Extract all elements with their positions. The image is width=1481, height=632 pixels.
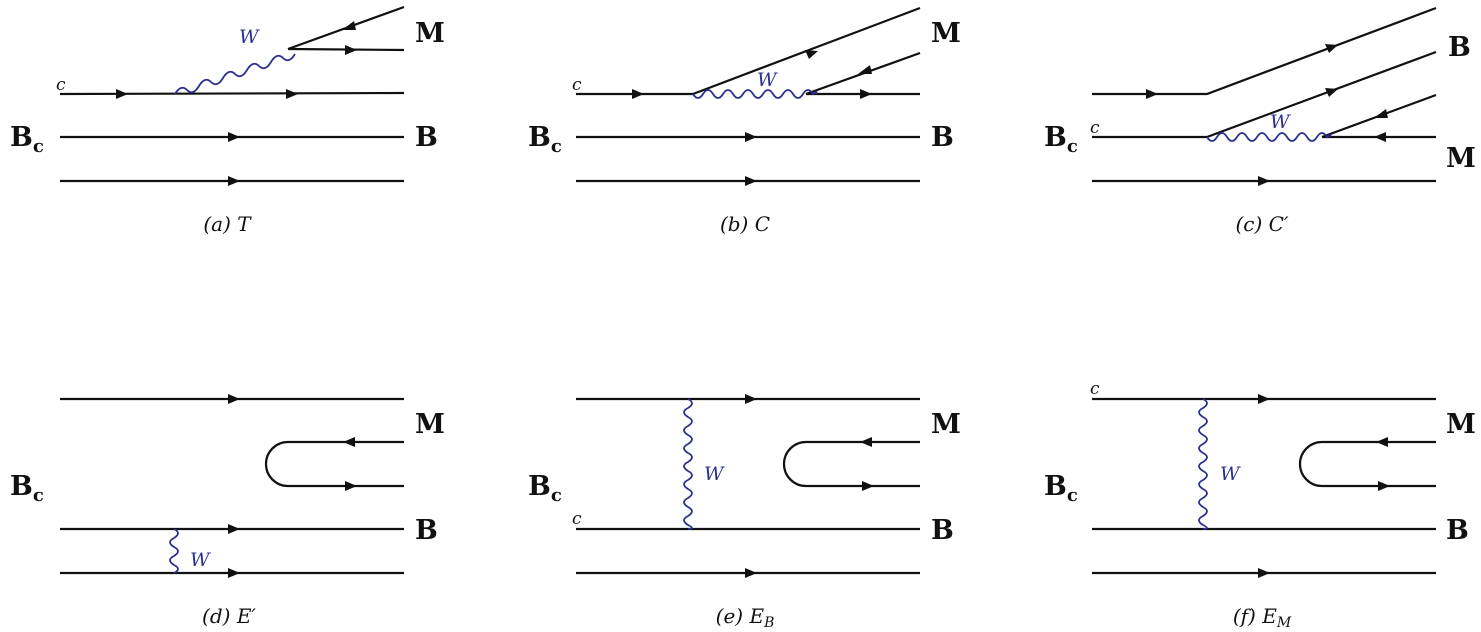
arrow-icon [1374, 132, 1386, 142]
arrow-icon [860, 89, 872, 99]
arrow-icon [632, 89, 644, 99]
w-boson-propagator [683, 398, 693, 530]
charm-label: c [1090, 379, 1100, 399]
arrow-icon [345, 45, 357, 55]
w-boson-propagator [692, 89, 818, 99]
caption-c: (c) C′ [1235, 212, 1288, 236]
arrow-icon [862, 481, 874, 491]
w-boson-propagator [1198, 398, 1208, 530]
baryon-label: B [415, 515, 438, 546]
initial-state-label: Bc [10, 122, 44, 157]
initial-state-label: Bc [1044, 471, 1078, 506]
arrow-icon [1258, 176, 1270, 186]
w-label: W [1270, 111, 1291, 133]
arrow-icon [745, 568, 757, 578]
caption-b: (b) C [720, 212, 770, 236]
arrow-icon [286, 89, 298, 99]
arrow-icon [343, 437, 355, 447]
meson-label: M [415, 409, 445, 440]
charm-label: c [572, 75, 582, 95]
arrow-icon [745, 394, 757, 404]
charm-label: c [56, 75, 66, 95]
baryon-label: B [931, 122, 954, 153]
arrow-icon [342, 21, 356, 30]
diagram-e: c W Bc M B (e) EB [528, 394, 961, 631]
arrow-icon [1374, 109, 1388, 118]
quark-line-c [59, 91, 405, 96]
arrow-icon [1376, 437, 1388, 447]
arrow-icon [805, 50, 818, 59]
meson-label: M [1446, 143, 1476, 174]
diagram-f: c W Bc M B (f) EM [1044, 379, 1476, 631]
diagram-c: c W Bc B M (c) C′ [1044, 6, 1476, 236]
initial-state-main: B [10, 122, 33, 153]
w-label: W [1220, 463, 1241, 485]
arrow-icon [1258, 568, 1270, 578]
initial-state-label: Bc [528, 471, 562, 506]
meson-label: M [931, 18, 961, 49]
quark-pair-loop [264, 440, 404, 488]
w-label: W [190, 549, 211, 571]
arrow-icon [745, 132, 757, 142]
baryon-label: B [931, 515, 954, 546]
caption-e: (e) EB [716, 604, 775, 631]
quark-pair-loop [782, 440, 920, 488]
diagram-b: c W Bc M B (b) C [528, 6, 961, 236]
w-label: W [239, 26, 260, 48]
initial-state-label: Bc [10, 471, 44, 506]
charm-label: c [1090, 118, 1100, 138]
initial-state-sub: c [33, 136, 44, 157]
initial-state-label: Bc [1044, 122, 1078, 157]
arrow-icon [1325, 88, 1338, 97]
arrow-icon [228, 524, 240, 534]
caption-f: (f) EM [1233, 604, 1292, 631]
quark-line-top [1092, 6, 1437, 96]
baryon-label: B [1446, 515, 1469, 546]
caption-d: (d) E′ [202, 604, 256, 628]
diagram-d: W Bc M B (d) E′ [10, 394, 445, 628]
caption-a: (a) T [203, 212, 252, 236]
arrow-icon [1378, 481, 1390, 491]
arrow-icon [1325, 44, 1338, 53]
meson-label: M [1446, 409, 1476, 440]
meson-label: M [415, 18, 445, 49]
arrow-icon [228, 132, 240, 142]
arrow-icon [858, 65, 872, 74]
quark-line-upper [1206, 50, 1437, 139]
arrow-icon [345, 481, 357, 491]
w-boson-propagator [169, 528, 179, 574]
w-label: W [757, 69, 778, 91]
diagram-a: c W Bc M B (a) T [10, 5, 445, 236]
arrow-icon [228, 176, 240, 186]
initial-state-label: Bc [528, 122, 562, 157]
w-boson-propagator [1206, 132, 1332, 142]
meson-label: M [931, 409, 961, 440]
baryon-label: B [1448, 32, 1471, 63]
arrow-icon [228, 394, 240, 404]
arrow-icon [228, 568, 240, 578]
arrow-icon [1258, 394, 1270, 404]
arrow-icon [745, 176, 757, 186]
arrow-icon [860, 437, 872, 447]
w-boson-propagator [174, 53, 296, 95]
arrow-icon [1146, 89, 1158, 99]
charm-label: c [572, 509, 582, 529]
quark-pair-loop [1298, 440, 1436, 488]
arrow-icon [116, 89, 128, 99]
baryon-label: B [415, 122, 438, 153]
w-label: W [704, 463, 725, 485]
